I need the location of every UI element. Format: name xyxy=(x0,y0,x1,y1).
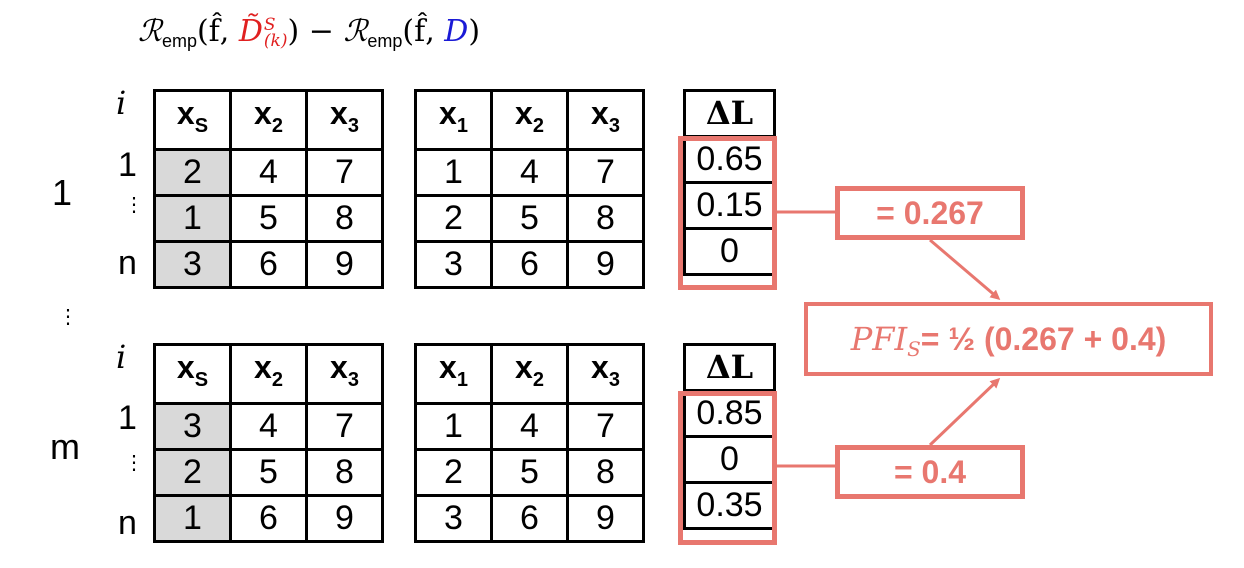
delta-loss-header: ΔL xyxy=(683,343,776,392)
table-cell: 2 xyxy=(414,194,493,243)
table-row: 3 6 9 xyxy=(414,494,645,543)
column-header: x3 xyxy=(305,89,384,151)
table-cell: 7 xyxy=(566,402,645,451)
table-row: 2 4 7 xyxy=(153,148,384,197)
row-label: ⋮ xyxy=(124,194,144,216)
table-cell: 4 xyxy=(229,148,308,197)
table-cell: 2 xyxy=(414,448,493,497)
original-data-table: x1 x2 x3 1 4 7 2 5 8 3 6 9 xyxy=(414,343,645,543)
table-row: 0 xyxy=(683,227,776,276)
table-cell: 6 xyxy=(229,494,308,543)
table-cell: 1 xyxy=(153,494,232,543)
column-header: x2 xyxy=(229,89,308,151)
table-cell: 4 xyxy=(490,148,569,197)
column-header: x2 xyxy=(490,89,569,151)
column-header: x3 xyxy=(566,89,645,151)
delta-loss-cell: 0.15 xyxy=(683,181,776,230)
table-cell: 6 xyxy=(490,494,569,543)
table-cell: 4 xyxy=(229,402,308,451)
table-cell: 5 xyxy=(490,194,569,243)
index-header: i xyxy=(116,338,127,376)
repetition-ellipsis: ⋮ xyxy=(58,306,78,328)
pfi-expression: = ½ (0.267 + 0.4) xyxy=(920,321,1167,357)
mean-result-box: = 0.267 xyxy=(835,186,1025,240)
table-cell: 8 xyxy=(305,448,384,497)
index-header: i xyxy=(116,84,127,122)
table-cell: 6 xyxy=(490,240,569,289)
table-cell: 8 xyxy=(566,448,645,497)
table-cell: 3 xyxy=(153,240,232,289)
table-cell: 9 xyxy=(566,240,645,289)
table-cell: 7 xyxy=(305,402,384,451)
table-row: 0.65 xyxy=(683,135,776,184)
column-header: x1 xyxy=(414,89,493,151)
mean-result-box: = 0.4 xyxy=(835,445,1025,499)
row-label: ⋮ xyxy=(124,452,144,474)
arrow-to-pfi xyxy=(929,238,1001,300)
table-cell: 2 xyxy=(153,448,232,497)
column-header: x1 xyxy=(414,343,493,405)
permuted-data-table: xS x2 x3 2 4 7 1 5 8 3 6 9 xyxy=(153,89,384,289)
delta-loss-cell: 0 xyxy=(683,227,776,276)
table-row: 1 5 8 xyxy=(153,194,384,243)
row-label: n xyxy=(118,504,137,542)
table-row: 2 5 8 xyxy=(153,448,384,497)
table-cell: 3 xyxy=(153,402,232,451)
loss-difference-formula: ℛemp(f̂, D̃S(k)) − ℛemp(f̂, D) xyxy=(138,14,481,51)
table-cell: 5 xyxy=(490,448,569,497)
column-header: x3 xyxy=(305,343,384,405)
row-label: 1 xyxy=(118,146,137,184)
delta-loss-highlight xyxy=(678,136,777,290)
table-cell: 4 xyxy=(490,402,569,451)
table-cell: 5 xyxy=(229,448,308,497)
row-label: 1 xyxy=(118,399,137,437)
arrow-to-pfi xyxy=(928,377,1001,447)
delta-loss-cell: 0.85 xyxy=(683,389,776,438)
table-row: 3 6 9 xyxy=(414,240,645,289)
table-cell: 9 xyxy=(305,494,384,543)
table-cell: 8 xyxy=(566,194,645,243)
table-cell: 5 xyxy=(229,194,308,243)
table-row: 3 4 7 xyxy=(153,402,384,451)
delta-loss-header: ΔL xyxy=(683,89,776,138)
table-row: 2 5 8 xyxy=(414,448,645,497)
table-row: 2 5 8 xyxy=(414,194,645,243)
column-header: x2 xyxy=(229,343,308,405)
delta-loss-highlight xyxy=(678,391,777,545)
pfi-symbol: PFIS xyxy=(850,302,921,382)
delta-loss-cell: 0.65 xyxy=(683,135,776,184)
table-row: 1 4 7 xyxy=(414,148,645,197)
table-cell: 7 xyxy=(305,148,384,197)
column-header: xS xyxy=(153,89,232,151)
table-cell: 9 xyxy=(305,240,384,289)
table-cell: 6 xyxy=(229,240,308,289)
permuted-data-table: xS x2 x3 3 4 7 2 5 8 1 6 9 xyxy=(153,343,384,543)
repetition-label: m xyxy=(50,426,80,467)
repetition-label: 1 xyxy=(52,172,73,213)
table-cell: 7 xyxy=(566,148,645,197)
table-row: 1 4 7 xyxy=(414,402,645,451)
column-header: xS xyxy=(153,343,232,405)
table-cell: 1 xyxy=(414,402,493,451)
original-data-table: x1 x2 x3 1 4 7 2 5 8 3 6 9 xyxy=(414,89,645,289)
table-cell: 1 xyxy=(414,148,493,197)
pfi-estimate-box: PFIS= ½ (0.267 + 0.4) xyxy=(804,302,1213,376)
table-row: 3 6 9 xyxy=(153,240,384,289)
table-cell: 3 xyxy=(414,240,493,289)
table-row: 0.85 xyxy=(683,389,776,438)
table-cell: 2 xyxy=(153,148,232,197)
table-row: 1 6 9 xyxy=(153,494,384,543)
row-label: n xyxy=(118,244,137,282)
table-row: 0.15 xyxy=(683,181,776,230)
table-cell: 1 xyxy=(153,194,232,243)
delta-loss-table: ΔL 0.65 0.15 0 xyxy=(683,89,776,276)
column-header: x3 xyxy=(566,343,645,405)
table-cell: 3 xyxy=(414,494,493,543)
table-cell: 8 xyxy=(305,194,384,243)
table-cell: 9 xyxy=(566,494,645,543)
column-header: x2 xyxy=(490,343,569,405)
